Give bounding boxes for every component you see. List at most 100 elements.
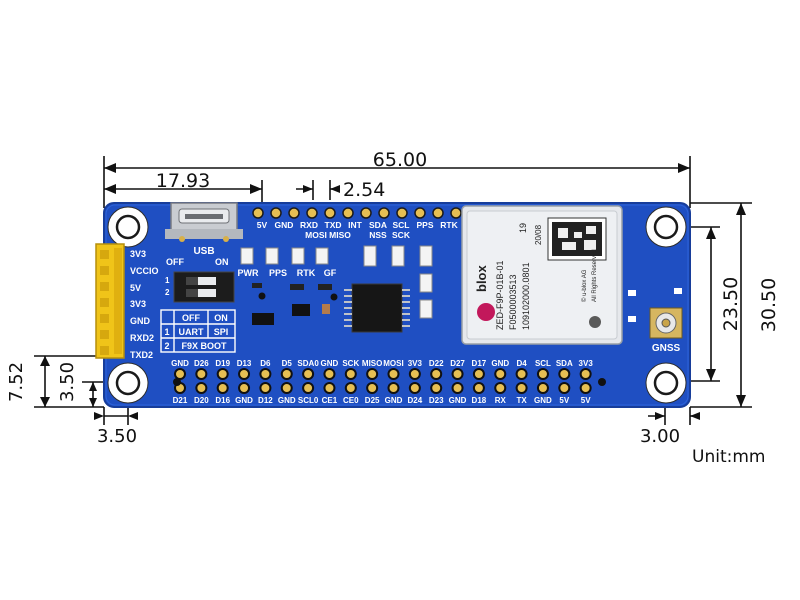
- top-header-pads: [252, 207, 462, 219]
- gpio-pin[interactable]: [536, 382, 549, 394]
- gpio-pin[interactable]: [408, 382, 421, 394]
- table-cell: F9X BOOT: [181, 341, 227, 351]
- gpio-top-label: 3V3: [408, 359, 423, 368]
- fiducial-dot: [173, 378, 181, 386]
- gpio-pin[interactable]: [472, 382, 485, 394]
- switch-2-label: 2: [165, 288, 170, 297]
- gpio-pin[interactable]: [323, 368, 336, 380]
- gpio-pin[interactable]: [451, 382, 464, 394]
- gpio-pin[interactable]: [238, 382, 251, 394]
- gpio-pin[interactable]: [558, 382, 571, 394]
- gpio-top-label: MOSI: [383, 359, 403, 368]
- gpio-pin[interactable]: [302, 368, 315, 380]
- gpio-pin[interactable]: [387, 368, 400, 380]
- gpio-top-label: SCL: [535, 359, 551, 368]
- gpio-top-label: GND: [321, 359, 339, 368]
- top-pin-label: SCK: [392, 230, 411, 240]
- mounting-holes: [107, 206, 687, 404]
- gpio-pin[interactable]: [558, 368, 571, 380]
- gpio-bottom-label: GND: [449, 396, 467, 405]
- gpio-top-label: D19: [215, 359, 230, 368]
- led-label: RTK: [297, 268, 316, 278]
- gpio-pin[interactable]: [216, 382, 229, 394]
- dim-left-outer: 7.52: [6, 362, 27, 402]
- gpio-top-label: D13: [237, 359, 252, 368]
- side-pin-label: 3V3: [130, 299, 146, 309]
- dip-switch[interactable]: [173, 271, 235, 303]
- gpio-pin[interactable]: [366, 368, 379, 380]
- module-rights: All Rights Reserved: [592, 249, 598, 302]
- gpio-pin[interactable]: [323, 382, 336, 394]
- top-pin-label: GND: [275, 220, 294, 230]
- gpio-header[interactable]: [174, 368, 592, 394]
- gpio-pin[interactable]: [280, 368, 293, 380]
- gpio-top-label: 3V3: [579, 359, 594, 368]
- gpio-bottom-label: D25: [365, 396, 380, 405]
- gpio-pin[interactable]: [579, 382, 592, 394]
- side-pin-label: GND: [130, 316, 151, 326]
- side-pin-label: 5V: [130, 283, 141, 293]
- gpio-pin[interactable]: [302, 382, 315, 394]
- side-pin-label: TXD2: [130, 350, 153, 360]
- gpio-top-label: GND: [491, 359, 509, 368]
- gpio-top-label: D17: [472, 359, 487, 368]
- dim-bottom-right: 3.00: [640, 426, 680, 447]
- gpio-pin[interactable]: [174, 368, 186, 380]
- dim-total-height: 30.50: [758, 278, 780, 332]
- gpio-pin[interactable]: [408, 368, 421, 380]
- gpio-bottom-label: D18: [472, 396, 487, 405]
- gpio-bottom-label: D20: [194, 396, 209, 405]
- top-pin-label: TXD: [325, 220, 342, 230]
- top-pin-label: RXD: [300, 220, 318, 230]
- gnss-antenna-connector[interactable]: [649, 307, 683, 339]
- top-pin-label: NSS: [369, 230, 387, 240]
- side-pin-label: VCCIO: [130, 266, 159, 276]
- module-number: 19: [518, 223, 528, 233]
- gpio-pin[interactable]: [259, 368, 272, 380]
- table-head-off: OFF: [182, 313, 200, 323]
- gpio-pin[interactable]: [536, 368, 549, 380]
- gpio-bottom-label: CE0: [343, 396, 359, 405]
- side-pin-label: RXD2: [130, 333, 154, 343]
- gpio-top-label: SCK: [342, 359, 359, 368]
- gpio-pin[interactable]: [195, 368, 208, 380]
- gpio-pin[interactable]: [472, 368, 485, 380]
- gpio-pin[interactable]: [344, 382, 357, 394]
- gpio-pin[interactable]: [344, 368, 357, 380]
- gpio-pin[interactable]: [366, 382, 379, 394]
- gpio-pin[interactable]: [387, 382, 400, 394]
- gpio-pin[interactable]: [515, 382, 528, 394]
- fiducial-dot: [598, 378, 606, 386]
- gpio-pin[interactable]: [451, 368, 464, 380]
- gpio-top-label: SDA: [556, 359, 573, 368]
- switch-on-label: ON: [215, 257, 229, 267]
- led-label: PWR: [238, 268, 259, 278]
- left-yellow-connector[interactable]: [95, 243, 125, 359]
- gpio-pin[interactable]: [494, 368, 507, 380]
- led-label: PPS: [269, 268, 287, 278]
- gnss-module: [461, 205, 623, 345]
- gpio-top-label: D5: [282, 359, 293, 368]
- gpio-pin[interactable]: [238, 368, 251, 380]
- top-pin-label: PPS: [416, 220, 433, 230]
- gpio-pin[interactable]: [494, 382, 507, 394]
- gpio-top-label: D22: [429, 359, 444, 368]
- gpio-top-label: D26: [194, 359, 209, 368]
- table-cell: SPI: [214, 327, 229, 337]
- gpio-pin[interactable]: [430, 382, 443, 394]
- side-pin-label: 3V3: [130, 249, 146, 259]
- usb-connector[interactable]: [165, 202, 243, 242]
- gpio-pin[interactable]: [430, 368, 443, 380]
- gpio-pin[interactable]: [579, 368, 592, 380]
- module-serial2: 109102000.0801: [521, 262, 531, 330]
- gpio-pin[interactable]: [515, 368, 528, 380]
- gpio-pin[interactable]: [216, 368, 229, 380]
- main-ic: [344, 283, 410, 333]
- top-pin-label: 5V: [257, 220, 268, 230]
- dim-bottom-left: 3.50: [97, 426, 137, 447]
- gpio-pin[interactable]: [280, 382, 293, 394]
- gpio-pin[interactable]: [259, 382, 272, 394]
- gpio-pin[interactable]: [195, 382, 208, 394]
- table-cell: 2: [164, 341, 169, 351]
